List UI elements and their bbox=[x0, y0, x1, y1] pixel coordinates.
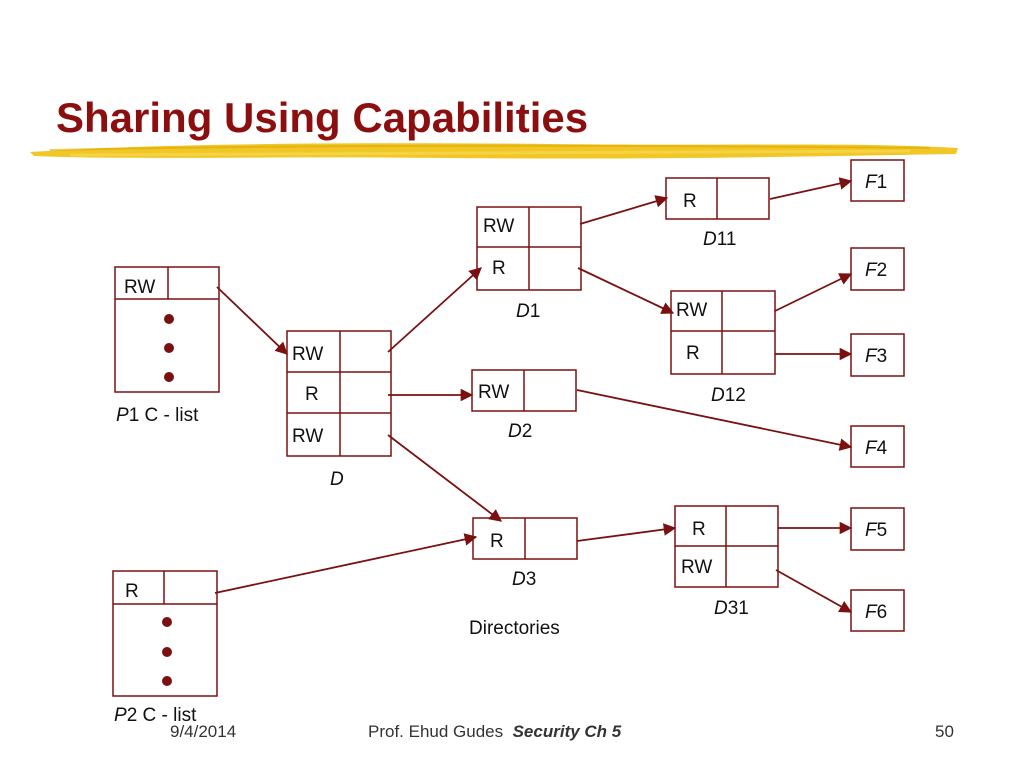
arrow-d3-to-d31 bbox=[576, 523, 677, 542]
d1-label: D1 bbox=[516, 301, 540, 322]
arrow-d1-to-d12 bbox=[577, 267, 675, 314]
file-f1-label: F1 bbox=[865, 172, 887, 193]
p2-ellipsis-dot bbox=[162, 676, 172, 686]
arrow-d11-to-f1 bbox=[769, 177, 853, 200]
arrow-d31-to-f6 bbox=[775, 569, 853, 613]
d12-row-1: RW bbox=[676, 300, 707, 321]
footer-author-name: Prof. Ehud Gudes bbox=[368, 722, 504, 741]
title-underline-brush bbox=[30, 143, 958, 159]
file-f5-label: F5 bbox=[865, 520, 887, 541]
d-label: D bbox=[330, 469, 344, 490]
directory-d1 bbox=[476, 206, 582, 291]
p1-first-right: RW bbox=[124, 277, 155, 298]
arrow-d-to-d1 bbox=[387, 267, 482, 353]
p1-ellipsis-dot bbox=[164, 314, 174, 324]
p1-label: P1 C - list bbox=[116, 405, 199, 426]
footer-page-number: 50 bbox=[935, 722, 954, 741]
directories-caption: Directories bbox=[469, 618, 560, 639]
d11-label: D11 bbox=[703, 229, 736, 250]
d-row-1: RW bbox=[292, 344, 323, 365]
d31-row-1: R bbox=[692, 519, 706, 540]
d11-row-1: R bbox=[683, 191, 697, 212]
d-row-3: RW bbox=[292, 426, 323, 447]
p2-ellipsis-dot bbox=[162, 617, 172, 627]
file-f2-label: F2 bbox=[865, 260, 887, 281]
slide-title: Sharing Using Capabilities bbox=[56, 94, 589, 141]
d12-label: D12 bbox=[711, 385, 746, 406]
d-row-2: R bbox=[305, 384, 319, 405]
d1-row-2: R bbox=[492, 258, 506, 279]
file-f3-label: F3 bbox=[865, 346, 887, 367]
file-f2-box bbox=[850, 247, 905, 291]
p1-c-list bbox=[114, 266, 220, 393]
directory-d bbox=[286, 330, 392, 457]
footer-date: 9/4/2014 bbox=[170, 722, 237, 741]
p2-c-list bbox=[112, 570, 218, 697]
arrow-d1-to-d11 bbox=[579, 195, 669, 225]
p1-ellipsis-dot bbox=[164, 372, 174, 382]
arrow-p2-to-d3 bbox=[214, 533, 478, 594]
arrow-d2-to-f4 bbox=[576, 389, 853, 451]
footer-author: Prof. Ehud Gudes Security Ch 5 bbox=[368, 722, 621, 742]
d1-row-1: RW bbox=[483, 216, 514, 237]
file-f6-label: F6 bbox=[865, 602, 887, 623]
d2-row-1: RW bbox=[478, 382, 509, 403]
p2-ellipsis-dot bbox=[162, 647, 172, 657]
directory-d11 bbox=[665, 177, 770, 220]
arrow-d12-to-f2 bbox=[774, 273, 853, 312]
arrow-p1-to-d bbox=[216, 286, 288, 355]
d12-row-2: R bbox=[686, 343, 700, 364]
p2-label: P2 C - list bbox=[114, 705, 197, 726]
d31-label: D31 bbox=[714, 598, 749, 619]
file-f4-label: F4 bbox=[865, 438, 888, 459]
d2-label: D2 bbox=[508, 421, 532, 442]
footer-course: Security Ch 5 bbox=[512, 722, 622, 741]
p2-first-right: R bbox=[125, 581, 139, 602]
d3-row-1: R bbox=[490, 531, 504, 552]
d3-label: D3 bbox=[512, 569, 536, 590]
p1-ellipsis-dot bbox=[164, 343, 174, 353]
directory-d12 bbox=[670, 290, 776, 375]
directory-d3 bbox=[472, 517, 578, 560]
directory-d31 bbox=[674, 505, 779, 588]
arrow-d-to-d3 bbox=[387, 434, 503, 522]
d31-row-2: RW bbox=[681, 557, 712, 578]
